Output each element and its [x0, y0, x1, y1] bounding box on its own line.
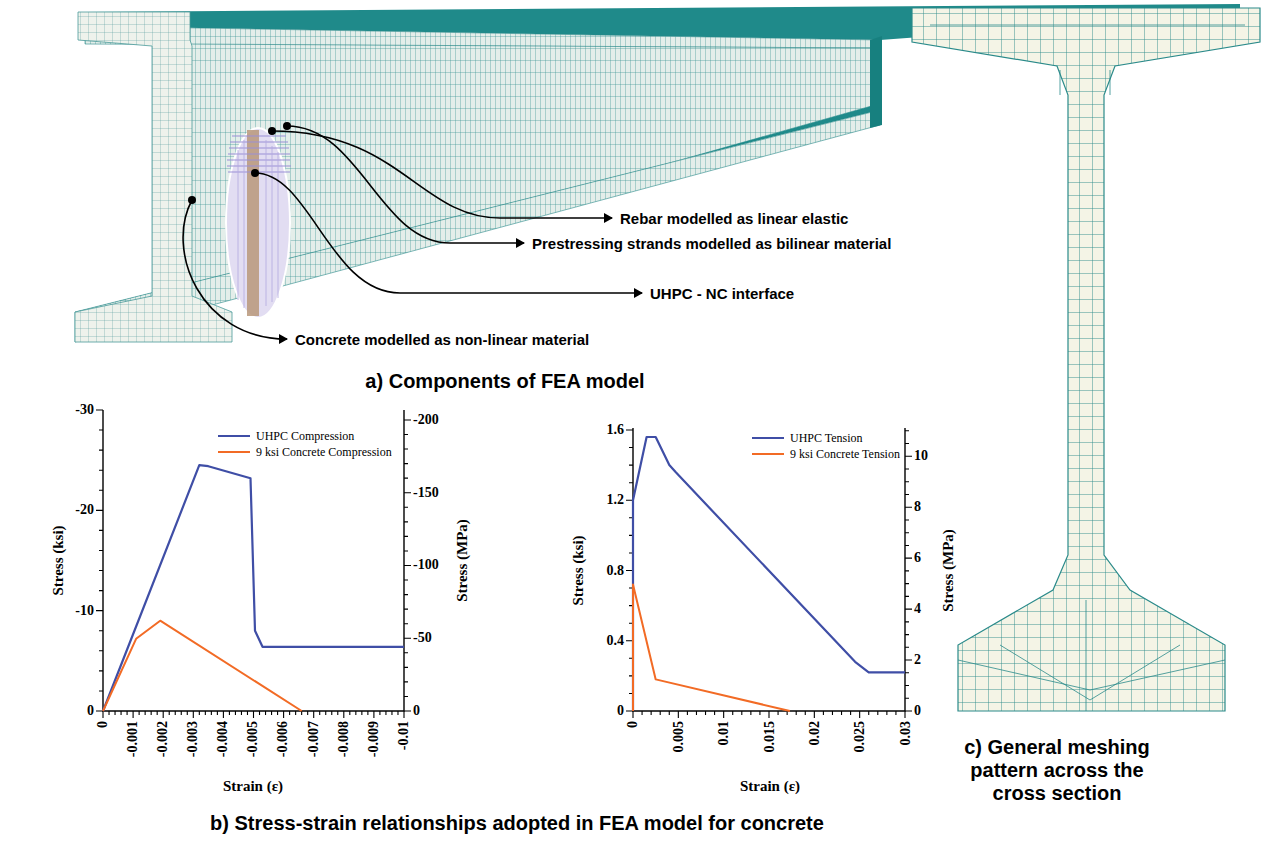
tick-label: 0.01: [716, 721, 732, 746]
leader-line: [255, 173, 642, 293]
legend-label: UHPC Compression: [256, 429, 354, 444]
tick-label: 0: [617, 703, 624, 719]
tick-label: 0.025: [852, 721, 868, 753]
beam-end-face: [870, 36, 882, 128]
tick-label: 8: [914, 499, 921, 515]
tick-label: 0: [95, 721, 111, 728]
bottom-flange-slope: [75, 105, 880, 312]
leader-dot: [251, 169, 259, 177]
callout-label: Concrete modelled as non-linear material: [295, 331, 589, 348]
legend-line: [752, 437, 784, 439]
tick-label: 0.4: [607, 633, 625, 649]
leader-line: [183, 200, 287, 339]
stress-strain-curve: [103, 465, 404, 711]
callout-label: Prestressing strands modelled as bilinea…: [532, 235, 891, 252]
stress-strain-curve: [103, 621, 302, 711]
tick-label: -50: [413, 630, 432, 646]
tick-label: -0.009: [366, 721, 382, 757]
stress-strain-curve: [633, 437, 905, 711]
stress-strain-curve: [633, 585, 790, 712]
tick-label: 1.6: [607, 422, 625, 438]
legend-line: [218, 451, 250, 453]
tick-label: 1.2: [607, 492, 625, 508]
mesh-lines: [930, 25, 1245, 711]
tick-label: 2: [914, 652, 921, 668]
axis-title: Stress (MPa): [940, 529, 957, 612]
tick-label: -0.008: [336, 721, 352, 757]
tick-label: 0: [625, 721, 641, 728]
legend-label: UHPC Tension: [790, 431, 863, 446]
cross-section-mesh: [912, 8, 1260, 711]
tick-label: 0: [914, 703, 921, 719]
tick-label: -0.006: [276, 721, 292, 757]
tick-label: 10: [914, 448, 928, 464]
legend-line: [218, 435, 250, 437]
tick-label: 0.005: [670, 721, 686, 753]
tick-label: -0.003: [185, 721, 201, 757]
axis-title: Stress (MPa): [454, 519, 471, 602]
tick-label: 0.8: [607, 563, 625, 579]
panel-caption: a) Components of FEA model: [365, 370, 644, 393]
legend-label: 9 ksi Concrete Compression: [256, 445, 392, 460]
tick-label: 0.03: [897, 721, 913, 746]
chart-axes: [103, 410, 404, 711]
leader-dots: [188, 122, 291, 204]
tick-label: -0.001: [125, 721, 141, 757]
tick-label: 0.02: [806, 721, 822, 746]
axis-title: Strain (ε): [740, 778, 800, 795]
callout-label: Rebar modelled as linear elastic: [620, 210, 848, 227]
tick-label: 4: [914, 601, 921, 617]
panel-caption: b) Stress-strain relationships adopted i…: [210, 812, 824, 835]
tick-label: 6: [914, 550, 921, 566]
charts: [96, 410, 912, 718]
tick-label: 0.015: [761, 721, 777, 753]
axis-title: Stress (ksi): [570, 535, 587, 605]
panel-caption: c) General meshing pattern across the cr…: [950, 736, 1165, 805]
leader-line: [287, 126, 524, 243]
tick-label: -20: [75, 502, 94, 518]
leader-dot: [188, 196, 196, 204]
tick-label: -0.004: [215, 721, 231, 757]
axis-title: Strain (ε): [223, 778, 283, 795]
leader-line: [272, 131, 612, 218]
leader-dot: [283, 122, 291, 130]
tick-label: -0.002: [155, 721, 171, 757]
tick-label: -150: [413, 485, 439, 501]
tick-label: -30: [75, 402, 94, 418]
tick-label: -10: [75, 603, 94, 619]
tick-label: -0.005: [246, 721, 262, 757]
tick-label: -0.007: [306, 721, 322, 757]
cutaway-view: [226, 128, 291, 318]
chart-axes: [633, 428, 905, 711]
leader-dot: [268, 127, 276, 135]
axis-ticks: [96, 410, 912, 718]
callout-label: UHPC - NC interface: [650, 285, 794, 302]
tick-label: 0: [87, 703, 94, 719]
legend-line: [752, 453, 784, 455]
tick-label: 0: [413, 703, 420, 719]
beam-end-section: [75, 12, 232, 342]
tick-label: -100: [413, 557, 439, 573]
legend-label: 9 ksi Concrete Tension: [790, 447, 900, 462]
tick-label: -0.01: [396, 721, 412, 750]
axis-title: Stress (ksi): [50, 525, 67, 595]
leader-lines: [183, 126, 642, 339]
tick-label: -200: [413, 412, 439, 428]
